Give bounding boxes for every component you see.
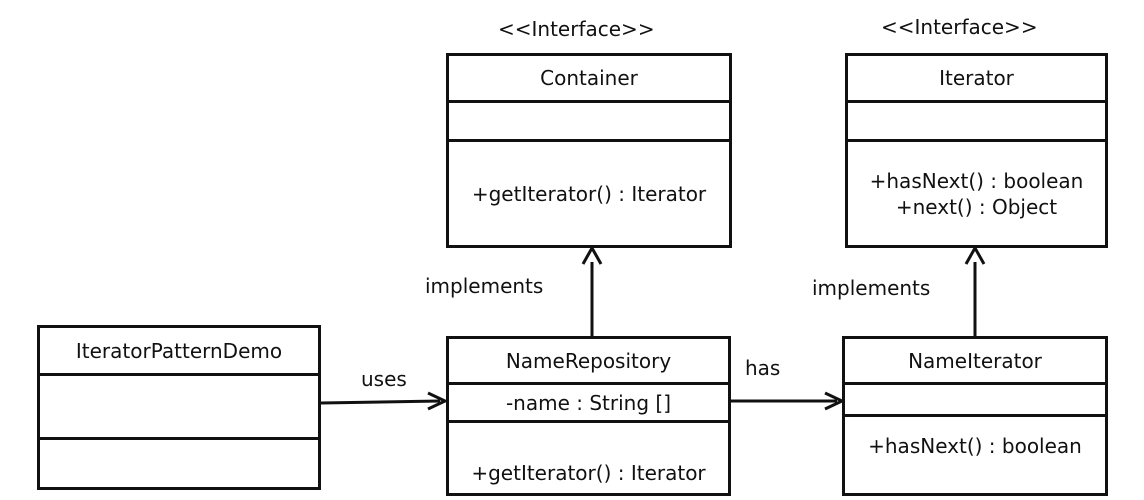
demo-class-name: IteratorPatternDemo: [75, 338, 283, 363]
uses-arrow-head: [427, 391, 449, 411]
name-repository-op-getiterator: +getIterator() : Iterator: [471, 461, 706, 485]
demo-operations-section: [40, 440, 318, 500]
iterator-operations-section: +hasNext() : boolean +next() : Object: [848, 142, 1105, 245]
name-repository-class-name: NameRepository: [505, 348, 672, 373]
iterator-class-name: Iterator: [939, 66, 1014, 90]
container-class-box: Container +getIterator() : Iterator: [446, 53, 732, 248]
name-iterator-operations-section: +hasNext() : boolean: [845, 417, 1105, 493]
uses-arrow-line: [320, 399, 441, 405]
name-repository-operations-section: +getIterator() : Iterator: [449, 423, 728, 493]
name-repository-attributes-section: -name : String []: [449, 385, 728, 423]
implements-arrow-iterator-head: [964, 244, 986, 265]
container-op-getiterator: +getIterator() : Iterator: [471, 181, 707, 206]
name-repository-attr-name: -name : String []: [505, 390, 672, 415]
has-label: has: [745, 356, 781, 380]
name-iterator-attributes-section: [845, 385, 1105, 417]
iterator-op-next: +next() : Object: [895, 194, 1058, 219]
demo-class-box: IteratorPatternDemo: [37, 325, 321, 490]
demo-attributes-section: [40, 376, 318, 440]
diagram-connectors: [320, 244, 986, 411]
name-iterator-class-name: NameIterator: [908, 348, 1042, 373]
name-repository-class-box: NameRepository -name : String [] +getIte…: [446, 336, 731, 496]
name-iterator-class-box: NameIterator +hasNext() : boolean: [842, 336, 1108, 496]
container-attributes-section: [449, 103, 729, 142]
uses-label: uses: [361, 367, 407, 391]
iterator-attributes-section: [848, 103, 1105, 142]
iterator-stereotype: <<Interface>>: [881, 15, 1038, 39]
repo-implements-label: implements: [425, 274, 544, 298]
iter-implements-label: implements: [812, 276, 931, 300]
iterator-class-box: Iterator +hasNext() : boolean +next() : …: [845, 53, 1108, 248]
implements-arrow-container-head: [581, 244, 603, 265]
name-iterator-op-hasnext: +hasNext() : boolean: [868, 434, 1082, 458]
container-class-name: Container: [540, 66, 638, 90]
container-stereotype: <<Interface>>: [498, 17, 655, 41]
container-operations-section: +getIterator() : Iterator: [449, 142, 729, 245]
iterator-op-hasnext: +hasNext() : boolean: [869, 168, 1084, 193]
